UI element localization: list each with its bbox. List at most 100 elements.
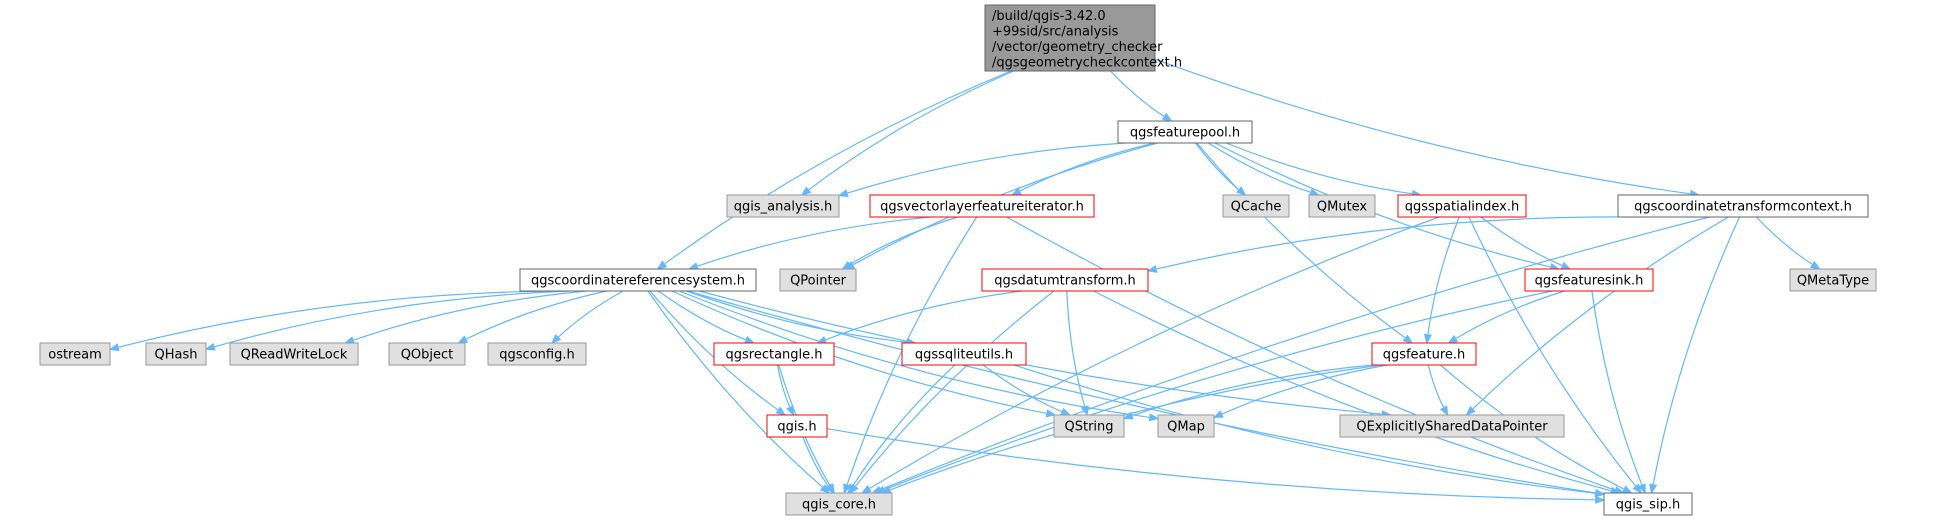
node-feature[interactable]: qgsfeature.h — [1371, 342, 1477, 366]
edge-arrowhead — [1423, 333, 1432, 345]
node-label: qgis.h — [777, 420, 816, 435]
node-box — [779, 268, 857, 292]
edge-line — [808, 70, 1014, 191]
node-box — [1524, 268, 1654, 292]
edge-vlfi-to-sip — [1006, 216, 1625, 494]
edge-line — [825, 290, 1022, 341]
edge-arrowhead — [343, 336, 355, 344]
node-label: /qgsgeometrycheckcontext.h — [992, 56, 1182, 71]
node-qmap[interactable]: QMap — [1157, 414, 1215, 438]
edge-featurepool-to-feature — [1196, 142, 1414, 344]
edge-crs-to-qobject — [457, 290, 607, 344]
node-analysis[interactable]: qgis_analysis.h — [726, 194, 840, 218]
edge-line — [1066, 290, 1086, 407]
edge-arrowhead — [1439, 405, 1449, 417]
node-root[interactable]: /build/qgis-3.42.0+99sid/src/analysis/ve… — [984, 4, 1182, 72]
node-ostream[interactable]: ostream — [39, 342, 111, 366]
edge-datum-to-sip — [1093, 290, 1621, 495]
node-label: /vector/geometry_checker — [992, 40, 1163, 55]
node-label: QMetaType — [1797, 274, 1869, 289]
edge-arrowhead — [1649, 483, 1658, 495]
node-ctc[interactable]: qgscoordinatetransformcontext.h — [1617, 194, 1869, 218]
node-box — [1053, 414, 1125, 438]
node-box — [1117, 120, 1253, 144]
node-qhash[interactable]: QHash — [145, 342, 207, 366]
node-box — [785, 492, 893, 516]
node-box — [1789, 268, 1877, 292]
edge-crs-to-qstring — [671, 290, 1057, 418]
edge-arrowhead — [775, 406, 787, 416]
edge-line — [826, 428, 1596, 501]
edge-arrowhead — [457, 335, 469, 344]
node-datum[interactable]: qgsdatumtransform.h — [981, 268, 1149, 292]
edge-line — [671, 290, 1047, 414]
edge-line — [1196, 142, 1406, 339]
node-featurepool[interactable]: qgsfeaturepool.h — [1117, 120, 1253, 144]
edge-arrowhead — [1060, 407, 1072, 416]
edge-line — [1207, 142, 1311, 193]
edge-arrowhead — [1638, 483, 1646, 495]
node-rect[interactable]: qgsrectangle.h — [713, 342, 835, 366]
node-vlfi[interactable]: qgsvectorlayerfeatureiterator.h — [869, 194, 1095, 218]
node-sqlite[interactable]: qgssqliteutils.h — [901, 342, 1027, 366]
edge-arrowhead — [687, 262, 699, 270]
node-qmetatype[interactable]: QMetaType — [1789, 268, 1877, 292]
edge-arrowhead — [837, 189, 849, 197]
node-box — [1371, 342, 1477, 366]
node-box — [1157, 414, 1215, 438]
edge-arrowhead — [1148, 413, 1160, 422]
node-qcache[interactable]: QCache — [1222, 194, 1290, 218]
node-label: ostream — [48, 348, 102, 363]
edge-arrowhead — [847, 483, 857, 495]
edge-arrowhead — [800, 186, 812, 196]
node-spatialindex[interactable]: qgsspatialindex.h — [1397, 194, 1527, 218]
node-box — [726, 194, 840, 218]
node-qstring[interactable]: QString — [1053, 414, 1125, 438]
edges-layer — [108, 58, 1821, 504]
node-qrwlock[interactable]: QReadWriteLock — [229, 342, 359, 366]
edge-arrowhead — [1212, 410, 1224, 419]
node-label: qgsfeature.h — [1383, 348, 1466, 363]
edge-crs-to-qgis — [649, 290, 787, 416]
node-sink[interactable]: qgsfeaturesink.h — [1524, 268, 1654, 292]
edge-arrowhead — [1080, 405, 1089, 417]
node-label: qgsdatumtransform.h — [994, 274, 1136, 289]
edge-line — [982, 364, 1062, 413]
edge-crs-to-sip — [687, 290, 1606, 497]
node-qesdp[interactable]: QExplicitlySharedDataPointer — [1339, 414, 1565, 438]
edge-line — [852, 364, 956, 486]
edge-line — [1019, 142, 1155, 192]
node-crs[interactable]: qgscoordinatereferencesystem.h — [519, 268, 757, 292]
node-qmutex[interactable]: QMutex — [1308, 194, 1376, 218]
edge-crs-to-core — [647, 290, 831, 494]
edge-arrowhead — [1402, 334, 1414, 344]
node-core[interactable]: qgis_core.h — [785, 492, 893, 516]
edge-line — [664, 70, 1012, 265]
node-qgsconfig[interactable]: qgsconfig.h — [487, 342, 587, 366]
edge-arrowhead — [1809, 260, 1821, 270]
node-sip[interactable]: qgis_sip.h — [1603, 492, 1693, 516]
node-label: qgsspatialindex.h — [1405, 200, 1520, 215]
edge-feature-to-qesdp — [1427, 364, 1449, 417]
edge-line — [647, 290, 823, 488]
edge-line — [1427, 364, 1445, 408]
node-qgis[interactable]: qgis.h — [766, 414, 828, 438]
node-qpointer[interactable]: QPointer — [779, 268, 857, 292]
node-box — [766, 414, 828, 438]
edge-featurepool-to-vlfi — [1011, 142, 1155, 196]
node-qobject[interactable]: QObject — [388, 342, 466, 366]
edge-sink-to-sip — [1591, 290, 1646, 495]
node-box — [39, 342, 111, 366]
edge-line — [1472, 216, 1729, 410]
edge-line — [1755, 216, 1813, 265]
node-box — [229, 342, 359, 366]
edge-line — [1154, 58, 1691, 195]
edge-line — [687, 290, 1596, 494]
edge-spatialindex-to-sip — [1468, 216, 1642, 495]
node-box — [901, 342, 1027, 366]
nodes-layer: /build/qgis-3.42.0+99sid/src/analysis/ve… — [39, 4, 1877, 516]
node-box — [981, 268, 1149, 292]
edge-arrowhead — [1621, 485, 1633, 494]
edge-line — [883, 290, 1553, 491]
